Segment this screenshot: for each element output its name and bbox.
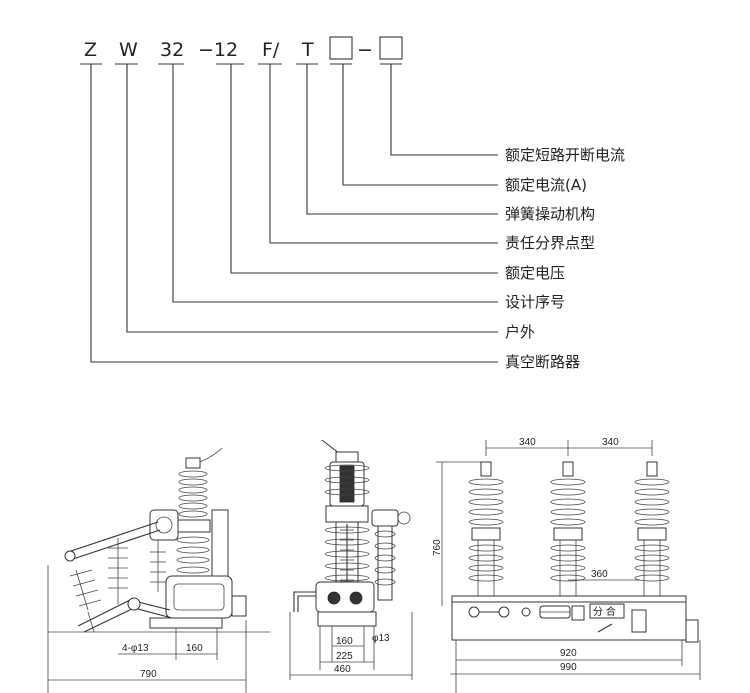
- front-view: 160 φ13 225 460: [289, 439, 413, 680]
- side-lever-arm: [64, 521, 161, 562]
- code-12: −12: [198, 39, 238, 61]
- side-arrester-left: [69, 569, 102, 633]
- label-rated-voltage: 额定电压: [505, 264, 565, 282]
- code-box-breaking: [379, 36, 403, 60]
- side-arrester-right: [108, 538, 166, 604]
- side-dim-160: 160: [186, 643, 203, 654]
- elev-pole-c: [634, 461, 670, 600]
- label-spring-mechanism: 弹簧操动机构: [505, 205, 595, 223]
- side-mechanism-box: [165, 575, 233, 619]
- elev-dim-pitch-1: 340: [519, 437, 536, 448]
- legend: 额定短路开断电流 额定电流(A) 弹簧操动机构 责任分界点型 额定电压 设计序号…: [505, 146, 625, 371]
- front-dim-phi13: φ13: [372, 633, 390, 644]
- elev-dim-height: 760: [432, 539, 443, 556]
- front-dim-160: 160: [336, 636, 353, 647]
- label-design-number: 设计序号: [505, 293, 565, 311]
- side-dim-790: 790: [140, 669, 157, 680]
- code-box-current: [329, 36, 353, 60]
- code-f: F/: [262, 39, 280, 61]
- front-dim-225: 225: [336, 651, 353, 662]
- code-t: T: [301, 39, 314, 61]
- label-outdoor: 户外: [505, 323, 535, 341]
- label-vacuum-breaker: 真空断路器: [505, 353, 580, 371]
- code-separator: −: [357, 39, 373, 61]
- side-main-insulator: [149, 447, 229, 591]
- code-32: 32: [160, 39, 184, 61]
- elev-pole-b: [550, 461, 586, 600]
- elev-plate-label: 分 合: [593, 605, 616, 618]
- elev-dim-990: 990: [560, 662, 577, 673]
- label-rated-breaking-current: 额定短路开断电流: [505, 146, 625, 164]
- model-code: Z W 32 −12 F/ T −: [80, 36, 403, 65]
- elev-pole-a: [468, 461, 504, 600]
- elev-dim-pitch-2: 340: [602, 437, 619, 448]
- elevation-view: 340 340 760: [432, 437, 701, 693]
- side-view: 160 4-φ13 790: [47, 447, 270, 693]
- leader-lines: [90, 64, 498, 363]
- elev-dim-920: 920: [560, 648, 577, 659]
- elev-manual-handle: [597, 623, 613, 633]
- elev-dim-360: 360: [591, 569, 608, 580]
- elev-indicator-plate: [589, 603, 625, 619]
- label-rated-current: 额定电流(A): [505, 176, 587, 194]
- label-boundary-type: 责任分界点型: [505, 234, 595, 252]
- code-w: W: [119, 39, 138, 61]
- front-dim-460: 460: [334, 664, 351, 675]
- code-z: Z: [84, 39, 97, 61]
- side-dim-bolt: 4-φ13: [122, 643, 149, 654]
